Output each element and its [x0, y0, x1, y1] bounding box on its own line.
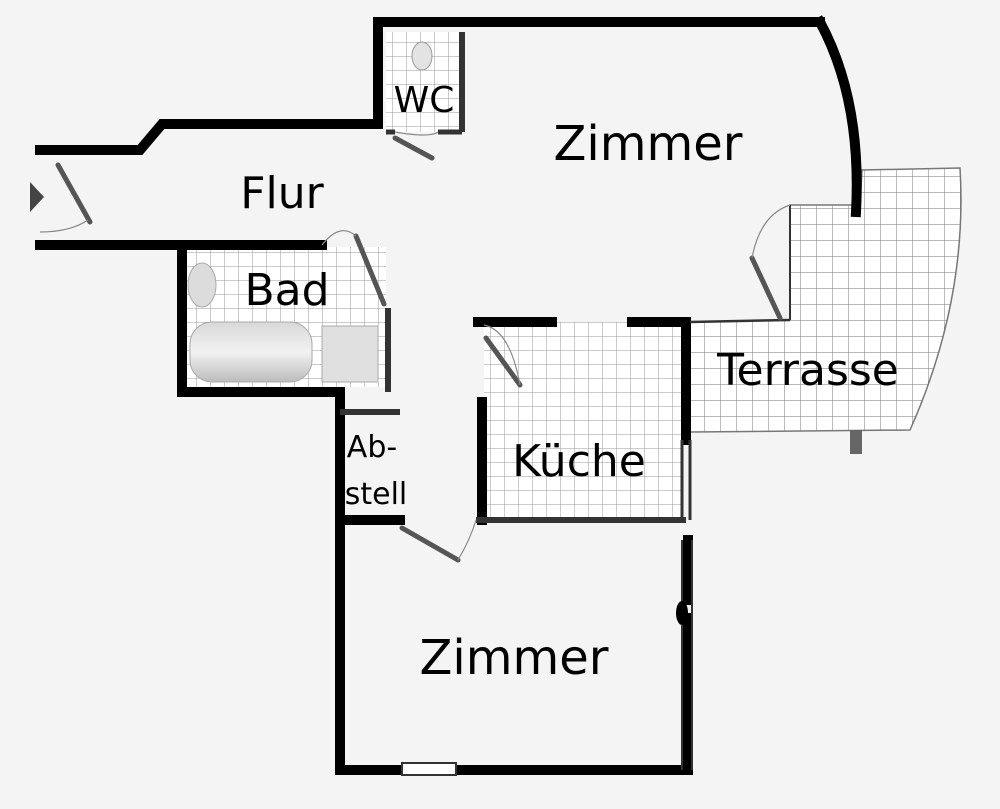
room-label-wc: WC: [394, 80, 455, 121]
room-label-flur: Flur: [240, 168, 324, 219]
room-label-terrasse: Terrasse: [716, 345, 899, 396]
room-label-zimmer-bottom: Zimmer: [420, 630, 609, 686]
door-swings: [39, 131, 791, 561]
toilet-icon: [411, 41, 433, 71]
terrace-post: [850, 430, 862, 454]
entrance-arrow-icon: [30, 182, 44, 212]
room-label-kueche: Küche: [512, 436, 646, 487]
inner-walls: [340, 32, 791, 770]
sink-icon: [187, 262, 217, 308]
room-label-abstell-line1: Ab-: [347, 430, 397, 465]
doors: [55, 135, 783, 563]
bottom-window: [401, 762, 457, 776]
walls: [35, 15, 862, 775]
kitchen-tiles: [484, 322, 682, 520]
terrace-tiles: [689, 167, 962, 433]
bathtub-icon: [189, 321, 313, 383]
room-label-bad: Bad: [244, 265, 329, 316]
shower-icon: [321, 325, 379, 383]
room-label-zimmer-top: Zimmer: [554, 116, 743, 172]
window-marker: [676, 601, 688, 625]
room-label-abstell-line2: stell: [345, 477, 408, 512]
